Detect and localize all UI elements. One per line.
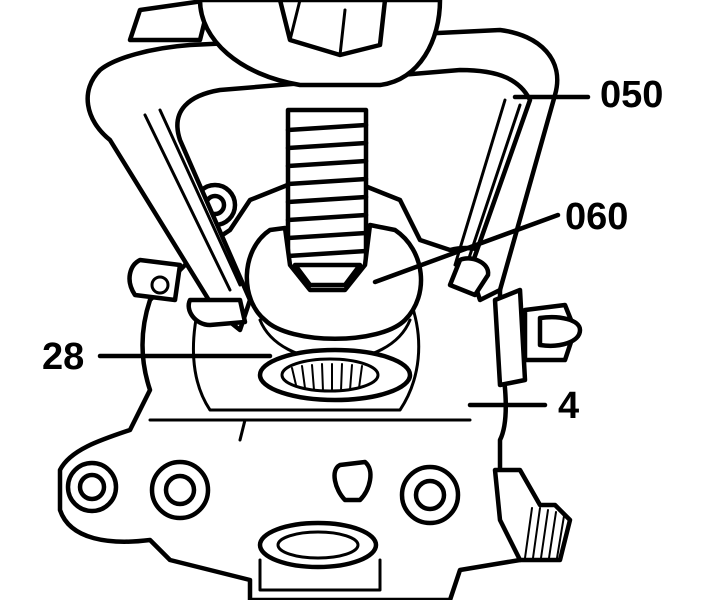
callout-4: 4 bbox=[558, 385, 580, 427]
leader-060 bbox=[372, 212, 561, 285]
threaded-spindle bbox=[285, 107, 369, 288]
bearing-seal bbox=[257, 347, 413, 403]
puller-collar bbox=[197, 0, 443, 88]
leader-lines bbox=[97, 94, 591, 408]
puller-frame bbox=[85, 27, 560, 333]
callout-050: 050 bbox=[600, 74, 664, 116]
callout-060: 060 bbox=[565, 196, 629, 238]
callout-28: 28 bbox=[42, 336, 85, 378]
